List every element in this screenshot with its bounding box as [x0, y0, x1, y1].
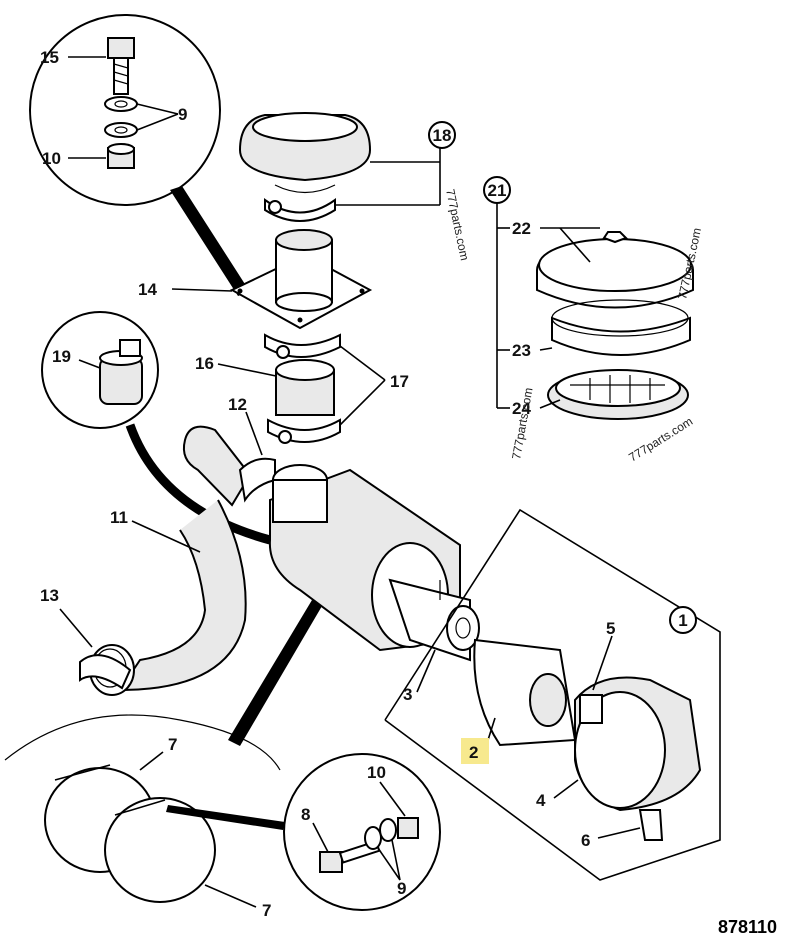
label-13: 13 — [40, 586, 59, 605]
label-5: 5 — [606, 619, 615, 638]
label-12: 12 — [228, 395, 247, 414]
hose-assembly — [217, 333, 386, 444]
flange-plate — [171, 229, 373, 330]
label-24: 24 — [512, 399, 531, 418]
label-9-bottom: 9 — [397, 879, 406, 898]
label-10-bottom: 10 — [367, 763, 386, 782]
label-17: 17 — [390, 372, 409, 391]
label-10-top: 10 — [42, 149, 61, 168]
label-9-top: 9 — [178, 105, 187, 124]
label-23: 23 — [512, 341, 531, 360]
label-16: 16 — [195, 354, 214, 373]
label-7-bottom: 7 — [262, 901, 271, 920]
detail-circle-indicator — [41, 311, 272, 545]
label-7-top: 7 — [168, 735, 177, 754]
label-11: 11 — [110, 508, 128, 527]
callout-1: 1 — [669, 606, 697, 634]
element-assembly — [496, 200, 694, 420]
label-14: 14 — [138, 280, 157, 299]
label-21: 21 — [488, 181, 507, 200]
detail-circle-fastener — [283, 753, 441, 911]
label-1: 1 — [678, 611, 687, 630]
band-clamps — [4, 600, 322, 908]
inlet-hose — [59, 411, 263, 696]
label-4: 4 — [536, 791, 546, 810]
reference-number: 878110 — [718, 917, 777, 937]
air-cleaner-body — [182, 425, 721, 881]
highlight-item-2 — [461, 738, 489, 764]
callout-21: 21 — [483, 176, 511, 204]
label-18: 18 — [433, 126, 452, 145]
callout-18: 18 — [428, 121, 456, 149]
detail-circle-bolt — [29, 14, 250, 296]
watermark-4: 777parts.com — [626, 414, 695, 464]
precleaner-cap — [238, 112, 441, 222]
label-3: 3 — [403, 685, 412, 704]
watermark-1: 777parts.com — [443, 188, 472, 262]
label-8: 8 — [301, 805, 310, 824]
label-2: 2 — [469, 743, 478, 762]
label-22: 22 — [512, 219, 531, 238]
label-19: 19 — [52, 347, 71, 366]
label-6: 6 — [581, 831, 590, 850]
label-15: 15 — [40, 48, 59, 67]
watermark-3: 777parts.com — [509, 386, 535, 460]
